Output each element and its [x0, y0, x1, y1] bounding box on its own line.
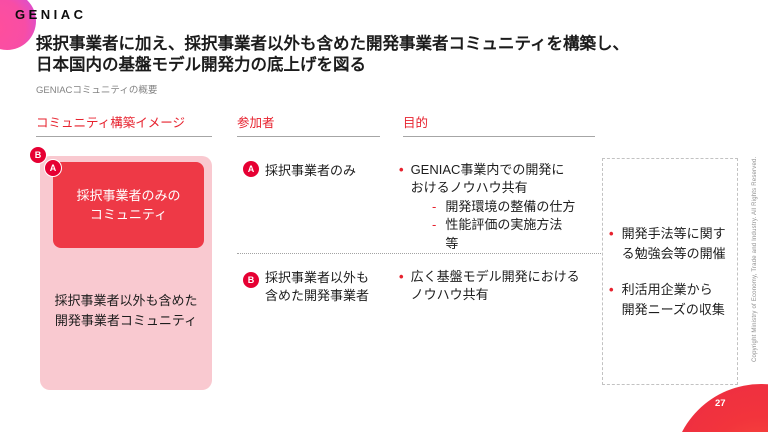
column-header-purpose: 目的: [403, 112, 595, 137]
geniac-logo: GENIAC: [15, 7, 87, 22]
side-box-item: 利活用企業から 開発ニーズの収集: [609, 280, 733, 319]
row-divider-dotted-line: [237, 253, 601, 254]
side-activities-box: 開発手法等に関す る勉強会等の開催 利活用企業から 開発ニーズの収集: [602, 158, 738, 385]
purpose-b-text: 広く基盤モデル開発における ノウハウ共有: [410, 269, 580, 303]
purpose-a-text: GENIAC事業内での開発に おけるノウハウ共有: [410, 162, 565, 196]
side-box-item-text: 利活用企業から 開発ニーズの収集: [621, 282, 725, 317]
badge-a-diagram: A: [44, 159, 62, 177]
participant-row-b: 採択事業者以外も 含めた開発事業者: [265, 270, 370, 304]
outer-community-label: 採択事業者以外も含めた 開発事業者コミュニティ: [54, 293, 198, 328]
column-header-participants: 参加者: [237, 112, 380, 137]
page-number: 27: [715, 398, 726, 409]
bullet-icon: [399, 268, 404, 305]
participant-row-a: 採択事業者のみ: [265, 163, 357, 178]
purpose-row-a: GENIAC事業内での開発に おけるノウハウ共有 開発環境の整備の仕方 性能評価…: [399, 161, 595, 253]
inner-community-box: 採択事業者のみの コミュニティ: [53, 162, 204, 248]
bullet-icon: [399, 161, 404, 198]
side-box-item: 開発手法等に関す る勉強会等の開催: [609, 224, 733, 263]
side-box-item-text: 開発手法等に関す る勉強会等の開催: [621, 226, 726, 261]
purpose-a-subitem: 開発環境の整備の仕方: [445, 198, 576, 214]
column-header-diagram: コミュニティ構築イメージ: [36, 112, 212, 137]
bullet-icon: [609, 280, 614, 319]
badge-b-diagram: B: [29, 146, 47, 164]
dash-icon: [432, 216, 436, 253]
purpose-a-subitem: 性能評価の実施方法 等: [445, 217, 563, 251]
slide-subtitle: GENIACコミュニティの概要: [36, 85, 158, 96]
slide-title: 採択事業者に加え、採択事業者以外も含めた開発事業者コミュニティを構築し、 日本国…: [36, 35, 630, 75]
bullet-icon: [609, 224, 614, 263]
copyright-text: Copyright Ministry of Economy, Trade and…: [752, 156, 758, 362]
badge-b-participants: B: [242, 271, 260, 289]
dash-icon: [432, 198, 436, 216]
purpose-row-b: 広く基盤モデル開発における ノウハウ共有: [399, 268, 595, 305]
badge-a-participants: A: [242, 160, 260, 178]
